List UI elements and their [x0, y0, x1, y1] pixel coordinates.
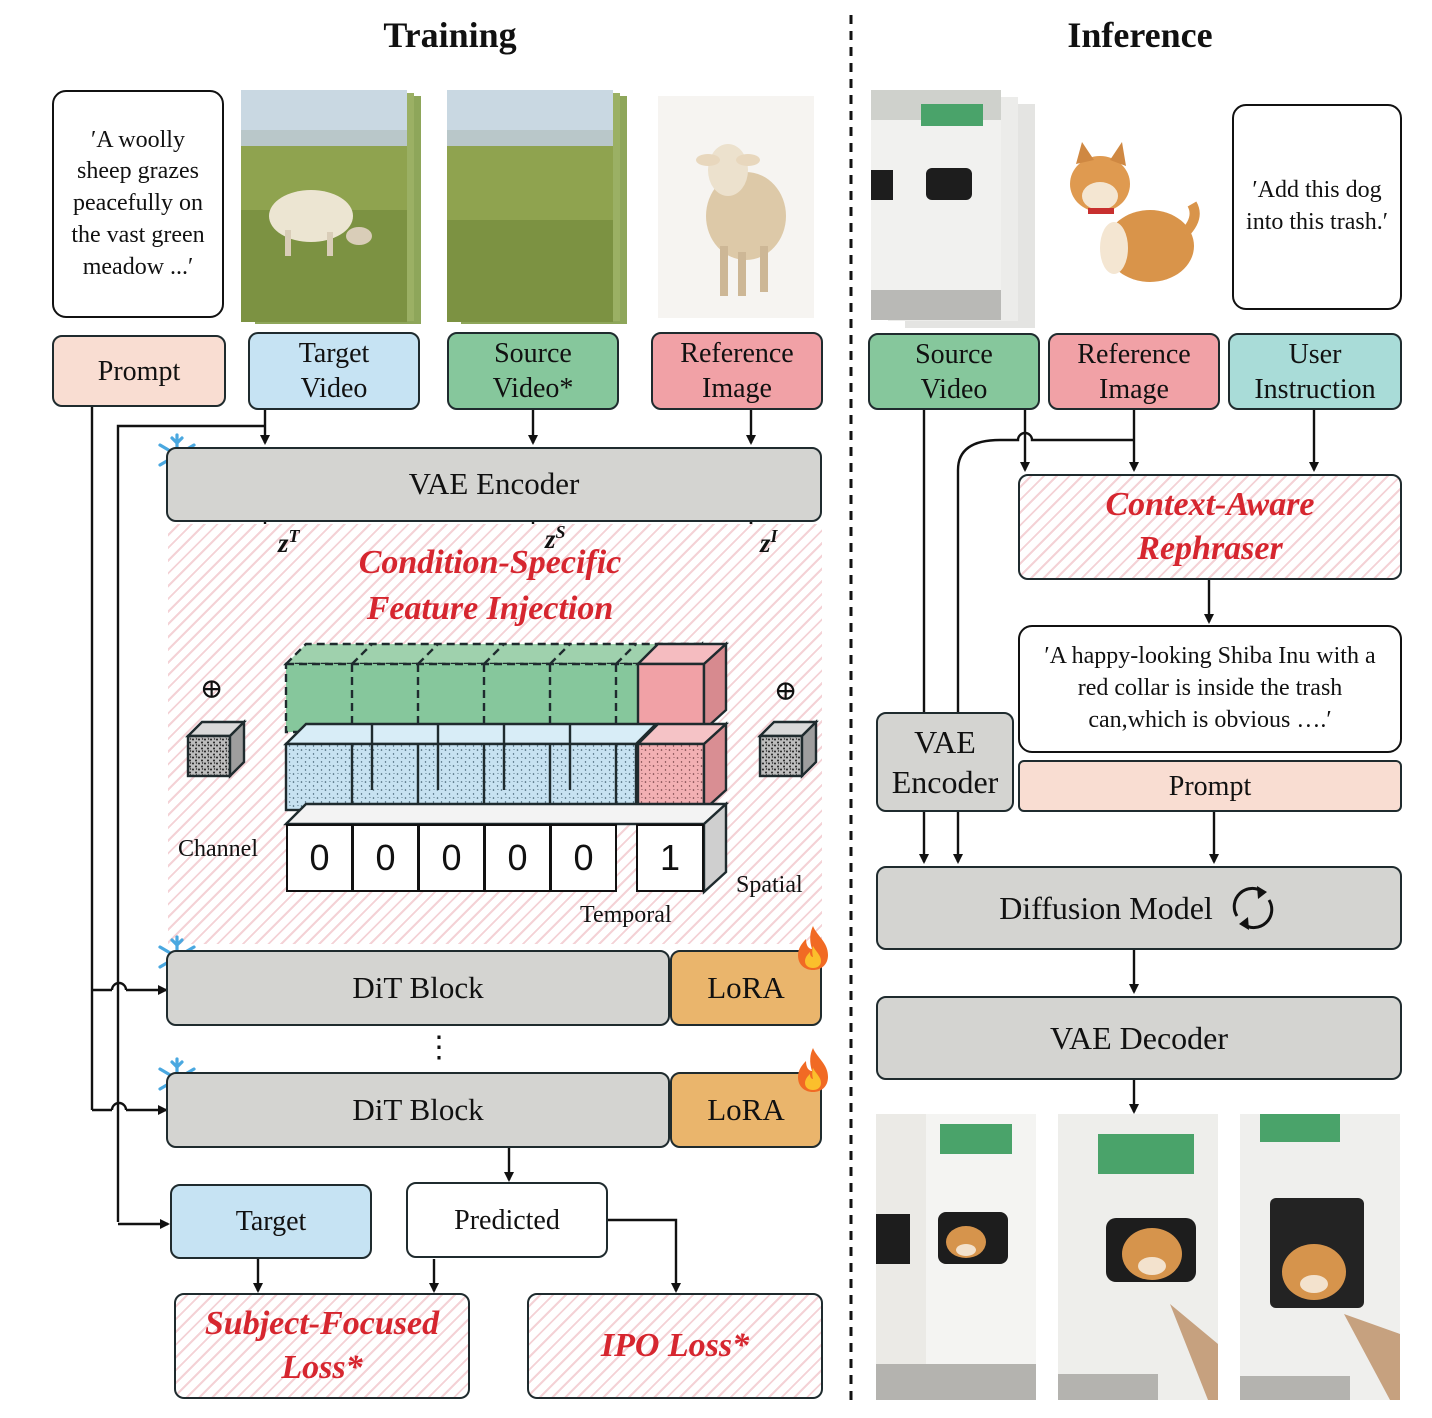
plus-right: ⊕ [774, 676, 798, 707]
mask-cell-3: 0 [484, 824, 551, 892]
latent-source-sup: S [555, 522, 566, 542]
axis-temporal: Temporal [580, 902, 672, 928]
inference-reference-image [1060, 138, 1200, 294]
training-caption: ′A woolly sheep grazes peacefully on the… [52, 90, 224, 318]
output-frame-3 [1240, 1114, 1400, 1400]
fire-icon [798, 926, 828, 970]
latent-target-sup: T [288, 526, 300, 546]
feature-injection-title: Condition-Specific Feature Injection [358, 544, 622, 627]
lora-2: LoRA [670, 1072, 822, 1148]
inference-source-video-frames [871, 90, 1035, 328]
mask-cell-2: 0 [418, 824, 485, 892]
latent-source-symbol: z [545, 524, 556, 554]
reference-image-input-box: Reference Image [651, 332, 823, 410]
cycle-icon [1232, 886, 1274, 930]
inference-source-video-box: Source Video [868, 333, 1040, 410]
mask-cell-0: 0 [286, 824, 353, 892]
lora-1: LoRA [670, 950, 822, 1026]
target-box: Target [170, 1184, 372, 1259]
training-heading: Training [383, 15, 517, 55]
latent-cube-stack [185, 641, 819, 895]
latent-target: zT [278, 526, 300, 559]
target-video-frames [241, 90, 421, 324]
dit-ellipsis: ⋮ [424, 1031, 454, 1064]
subject-focused-loss: Subject-Focused Loss* [174, 1293, 470, 1399]
axis-channel: Channel [178, 836, 258, 862]
source-video-frames [447, 90, 627, 324]
diffusion-model-label: Diffusion Model [999, 890, 1213, 926]
inference-prompt-box: Prompt [1018, 760, 1402, 812]
latent-image: zI [760, 526, 778, 559]
rephrased-prompt-text: ′A happy-looking Shiba Inu with a red co… [1018, 625, 1402, 753]
output-frame-1 [876, 1114, 1036, 1400]
reference-image-photo [658, 96, 814, 318]
ipo-loss: IPO Loss* [527, 1293, 823, 1399]
predicted-box: Predicted [406, 1182, 608, 1258]
prompt-input-box: Prompt [52, 335, 226, 407]
dit-block-2: DiT Block [166, 1072, 670, 1148]
vae-encoder-training: VAE Encoder [166, 447, 822, 522]
inference-reference-image-box: Reference Image [1048, 333, 1220, 410]
mask-cell-4: 0 [550, 824, 617, 892]
context-aware-rephraser: Context-Aware Rephraser [1018, 474, 1402, 580]
fire-icon [798, 1048, 828, 1092]
latent-target-symbol: z [278, 528, 289, 558]
inference-vae-encoder: VAE Encoder [876, 712, 1014, 812]
user-instruction-box: User Instruction [1228, 333, 1402, 410]
vae-decoder-box: VAE Decoder [876, 996, 1402, 1080]
axis-spatial: Spatial [736, 872, 803, 898]
source-video-input-box: Source Video* [447, 332, 619, 410]
output-frame-2 [1058, 1114, 1218, 1400]
latent-image-sup: I [770, 526, 778, 546]
latent-source: zS [545, 522, 566, 555]
user-instruction-text: ′Add this dog into this trash.′ [1232, 104, 1402, 310]
target-video-input-box: Target Video [248, 332, 420, 410]
mask-cell-1: 0 [352, 824, 419, 892]
diffusion-model-box: Diffusion Model [876, 866, 1402, 950]
inference-heading: Inference [1067, 15, 1213, 55]
latent-image-symbol: z [760, 528, 771, 558]
dit-block-1: DiT Block [166, 950, 670, 1026]
mask-cell-5: 1 [636, 824, 704, 892]
plus-left: ⊕ [200, 674, 224, 705]
